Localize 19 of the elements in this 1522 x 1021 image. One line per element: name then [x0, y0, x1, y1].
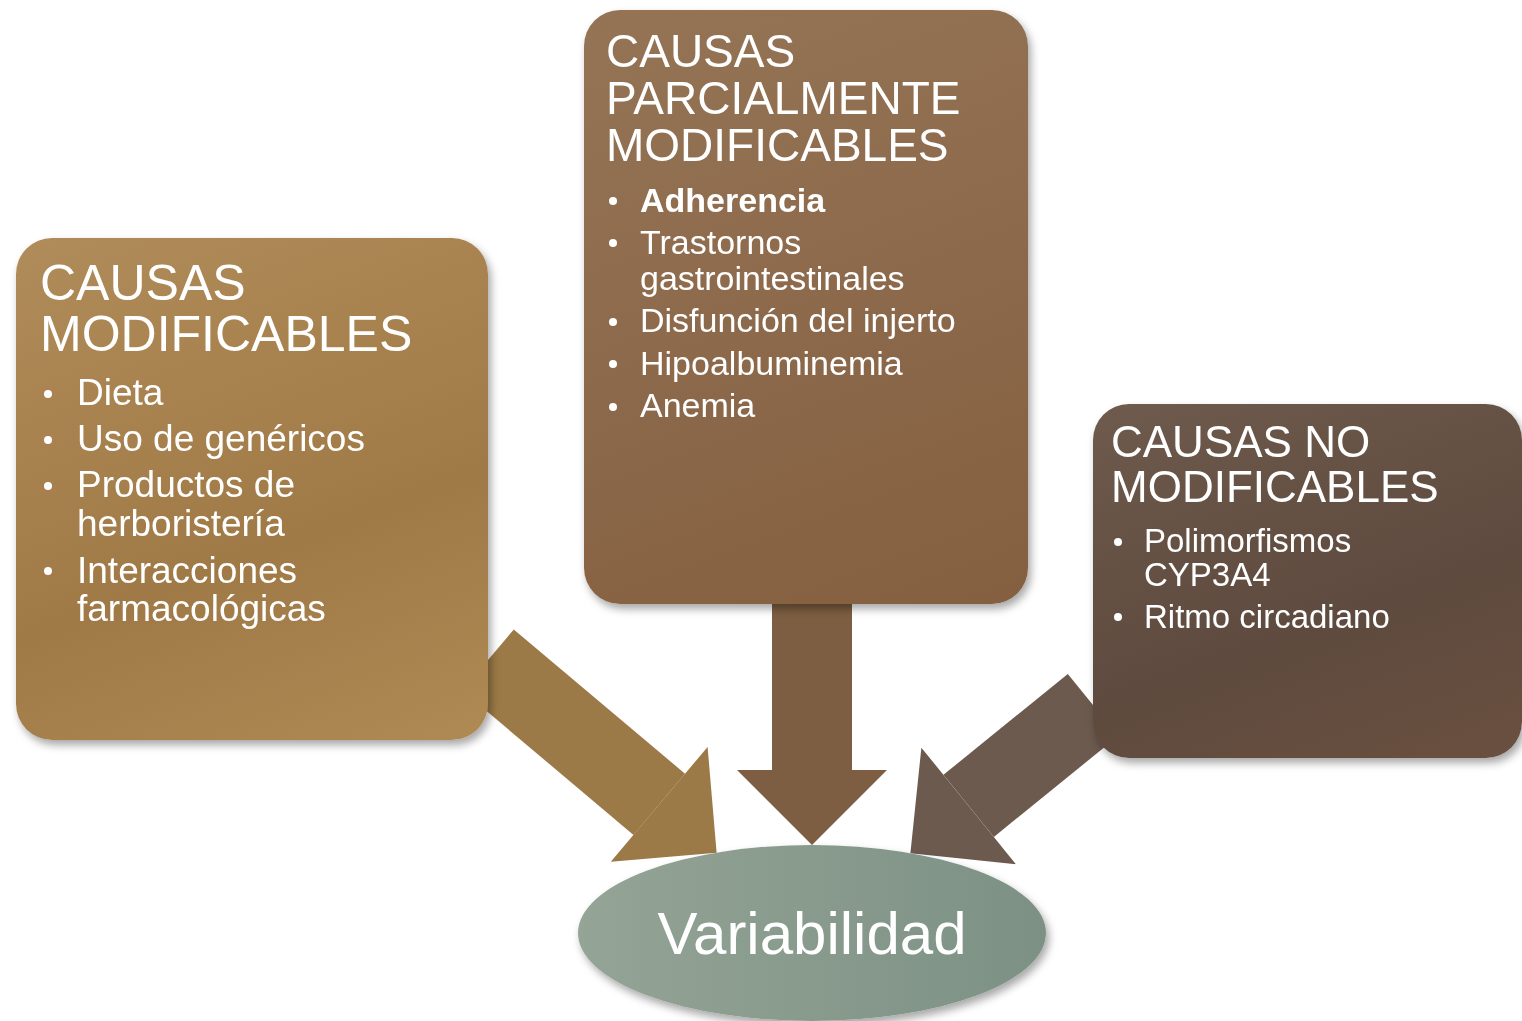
result-label: Variabilidad [657, 898, 967, 968]
category-box [584, 10, 1028, 604]
bullet-item: Hipoalbuminemia [640, 343, 903, 382]
bullet-item: Anemia [640, 386, 756, 425]
box-heading: CAUSAS NO MODIFICABLES [1111, 420, 1440, 510]
bullet-item: Uso de genéricos [77, 418, 365, 460]
bullet-item: Productos de herboristería [77, 464, 296, 545]
bullet-item: Polimorfismos CYP3A4 [1144, 521, 1352, 594]
bullet-item: Disfunción del injerto [640, 301, 956, 340]
bullet-item: Interacciones farmacológicas [77, 549, 326, 630]
bullet-item: Dieta [77, 372, 164, 413]
block-arrow [737, 604, 887, 845]
box-heading: CAUSAS PARCIALMENTE MODIFICABLES [606, 28, 962, 169]
bullet-item: Adherencia [640, 180, 826, 219]
bullet-item: Ritmo circadiano [1144, 597, 1390, 635]
bullet-item: Trastornos gastrointestinales [640, 223, 905, 297]
category-box [16, 238, 488, 740]
category-box [1093, 404, 1522, 758]
box-heading: CAUSAS MODIFICABLES [40, 258, 414, 360]
